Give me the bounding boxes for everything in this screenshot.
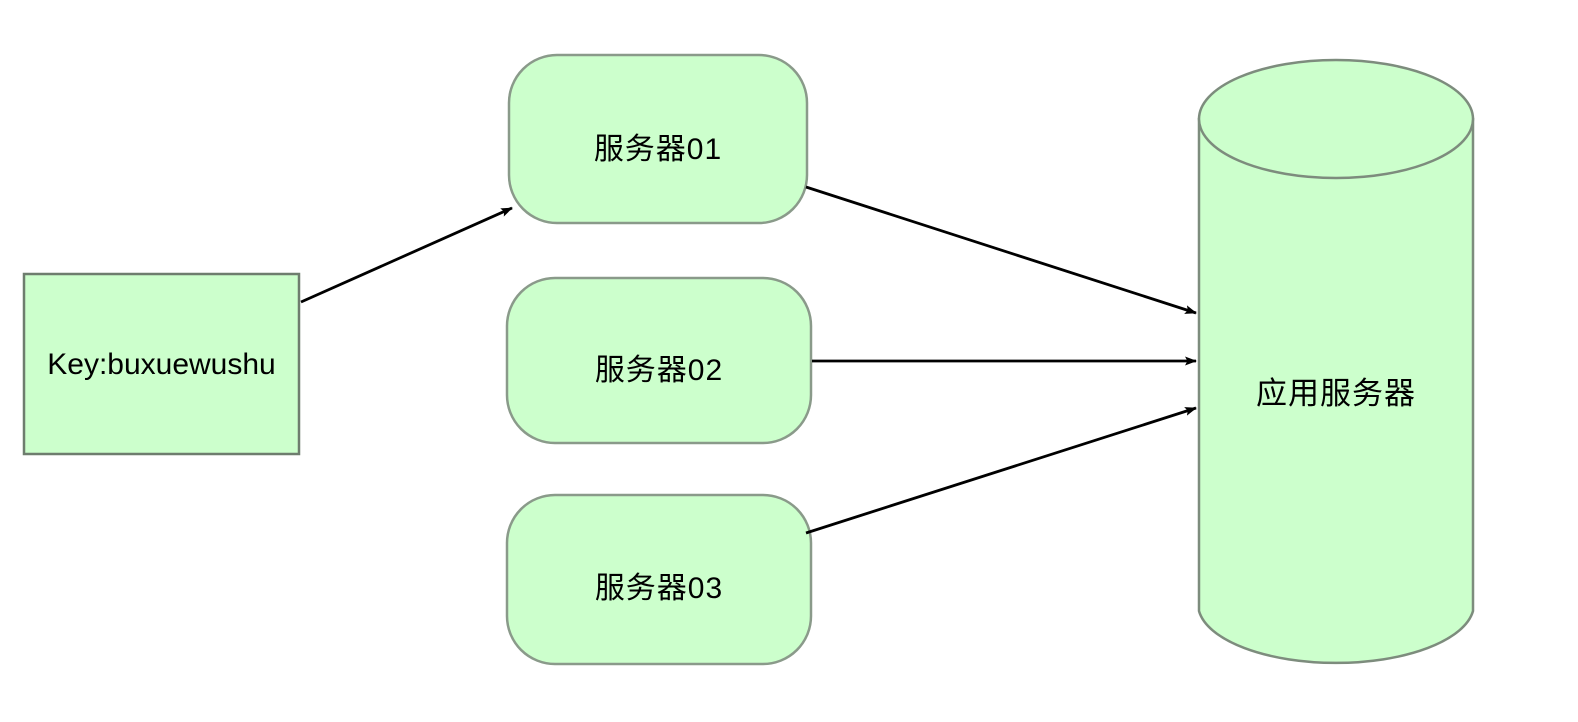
app-server-shape[interactable] <box>1197 58 1475 665</box>
server-03-shape[interactable] <box>505 493 813 666</box>
server-01-shape[interactable] <box>507 53 809 225</box>
edge-server03-to-app <box>805 406 1197 535</box>
server-02-shape[interactable] <box>505 276 813 445</box>
key-box-shape[interactable] <box>22 272 301 456</box>
edge-server01-to-app <box>805 185 1197 315</box>
edge-key-to-server01 <box>300 206 513 304</box>
